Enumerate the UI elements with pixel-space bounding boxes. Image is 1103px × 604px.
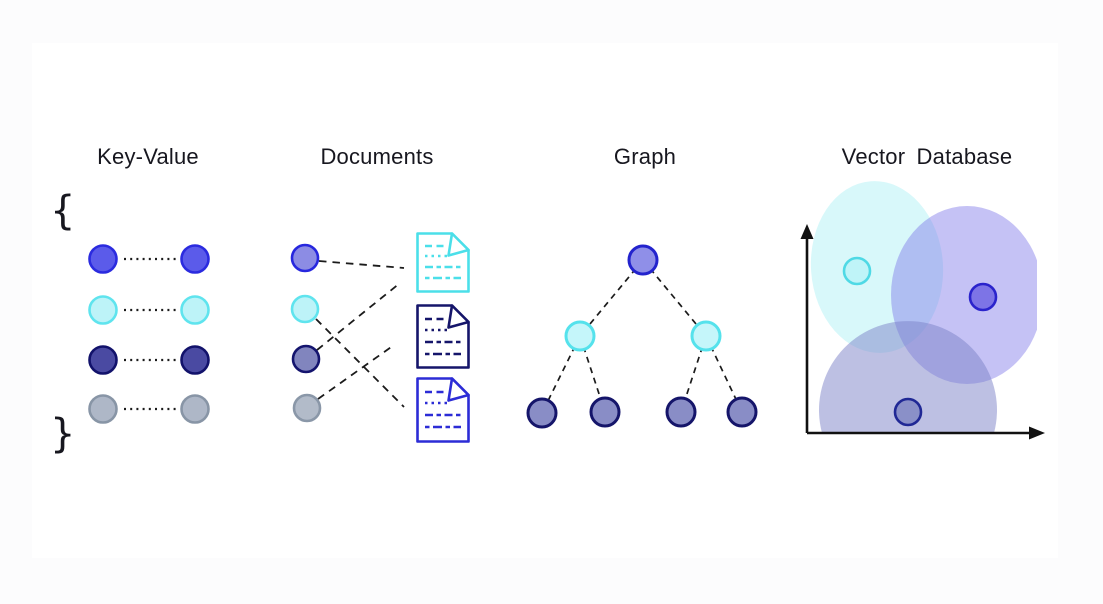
key-value-diagram [88,244,210,424]
kv-pair-row [88,394,210,424]
graph-title: Graph [613,144,677,169]
kv-pair-row [88,244,210,274]
graph-leaf-node [665,396,697,428]
value-circle [180,345,210,375]
graph-edge [579,259,644,337]
vector-point-slate [893,397,923,427]
value-circle [180,394,210,424]
doc-connector-line [315,318,405,408]
graph-mid-node [690,320,722,352]
documents-diagram [290,232,470,443]
kv-pair-row [88,345,210,375]
key-circle [88,295,118,325]
doc-connector-line [316,282,401,351]
document-icon [416,304,470,369]
key-circle [88,345,118,375]
documents-title: Documents [320,144,434,169]
doc-connectors [315,260,405,408]
value-circle [180,295,210,325]
document-icon [416,377,470,443]
doc-connector-line [318,260,405,269]
doc-key-circle [291,344,321,374]
vector-database-title: Vector Database [841,144,1013,169]
graph-leaf-node [526,397,558,429]
key-value-title: Key-Value [97,144,199,169]
key-circle [88,394,118,424]
close-brace: } [50,411,76,457]
doc-key-circle [292,393,322,423]
cluster-blob-cyan [810,181,944,353]
graph-edge [642,259,707,337]
graph-leaf-node [726,396,758,428]
doc-key-circle [290,243,320,273]
vector-point-blue [968,282,998,312]
vector-db-diagram [800,181,1045,440]
x-axis-arrow-icon [1029,426,1045,440]
vector-axes [800,224,1045,440]
graph-mid-node [564,320,596,352]
value-circle [180,244,210,274]
doc-key-circle [290,294,320,324]
kv-pair-row [88,295,210,325]
graph-diagram [526,244,758,429]
vector-point-cyan [842,256,872,286]
graph-root-node [627,244,659,276]
cluster-blob-slate [818,321,997,433]
graph-leaf-node [589,396,621,428]
open-brace: { [50,188,76,234]
doc-connector-line [317,344,395,400]
key-circle [88,244,118,274]
y-axis-arrow-icon [800,224,814,239]
document-icon [416,232,470,293]
